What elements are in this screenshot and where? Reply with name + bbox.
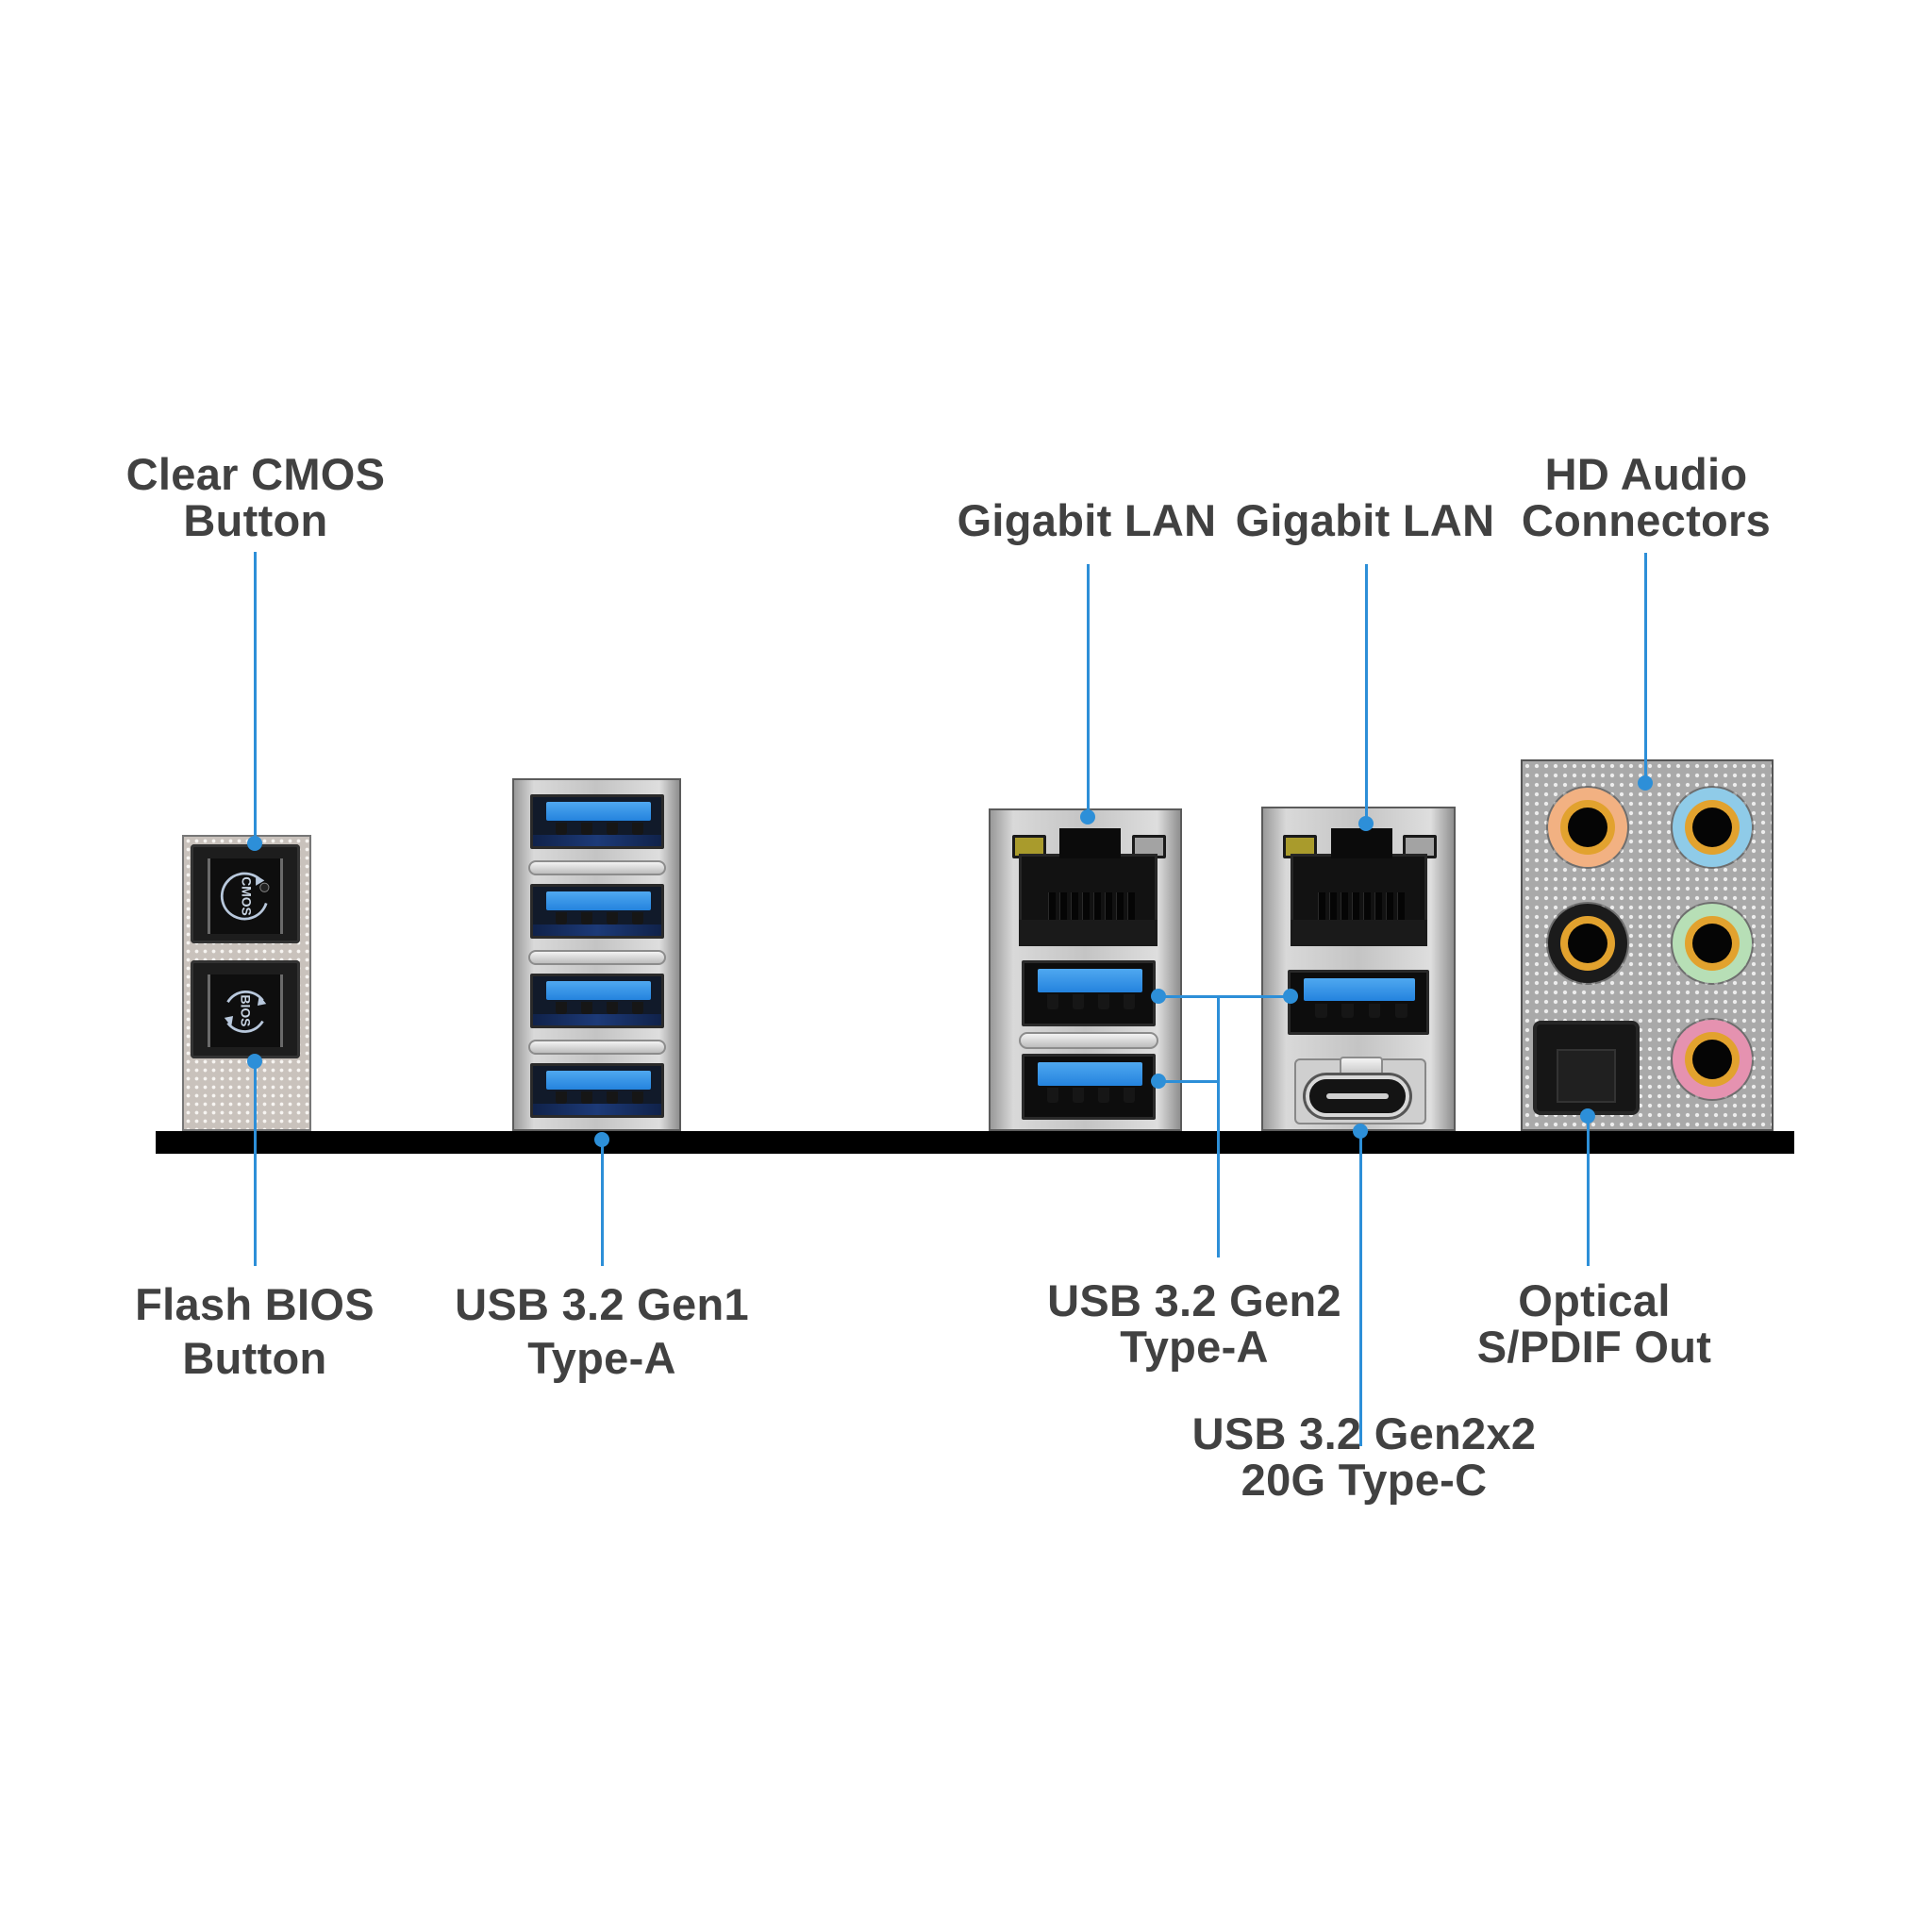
label-line: Clear CMOS — [125, 449, 386, 499]
label-line: Type-A — [1120, 1322, 1269, 1372]
usb-gen1-port-3[interactable] — [530, 974, 664, 1028]
label-gigabit-lan-1: Gigabit LAN — [958, 497, 1217, 543]
usb-gen1-port-4[interactable] — [530, 1063, 664, 1118]
callout-branch-usb-gen2-1 — [1158, 995, 1291, 998]
flash-bios-button[interactable]: BIOS — [191, 960, 300, 1058]
clear-cmos-button[interactable]: CMOS — [191, 844, 300, 943]
callout-dot-lan1 — [1080, 809, 1095, 824]
label-line: Optical — [1518, 1275, 1671, 1325]
label-line: Button — [183, 495, 328, 545]
callout-dot-flash-bios — [247, 1054, 262, 1069]
usb-gen1-port-1[interactable] — [530, 794, 664, 849]
label-line: Gigabit LAN — [957, 495, 1217, 545]
cmos-refresh-icon: CMOS — [220, 872, 270, 921]
callout-dot-optical — [1580, 1108, 1595, 1124]
lan1-rj45-port[interactable] — [1019, 828, 1158, 946]
label-line: 20G Type-C — [1241, 1455, 1488, 1505]
lan2-rj45-port[interactable] — [1291, 828, 1427, 946]
optical-spdif-port[interactable] — [1533, 1021, 1640, 1115]
callout-line-clear-cmos — [254, 552, 257, 843]
audio-jack-orange[interactable] — [1548, 788, 1627, 867]
io-shield-base-bar — [156, 1131, 1794, 1154]
bios-refresh-icon: BIOS — [224, 990, 267, 1033]
label-line: USB 3.2 Gen1 — [455, 1279, 749, 1329]
callout-dot-usb-gen2-3 — [1283, 989, 1298, 1004]
label-hd-audio: HD Audio Connectors — [1522, 451, 1771, 543]
label-line: USB 3.2 Gen2x2 — [1191, 1408, 1537, 1458]
label-line: Gigabit LAN — [1235, 495, 1495, 545]
callout-line-flash-bios — [254, 1061, 257, 1266]
bios-glyph: BIOS — [238, 995, 253, 1027]
label-line: S/PDIF Out — [1476, 1322, 1712, 1372]
callout-line-lan2 — [1365, 564, 1368, 823]
usb-separator-rib — [528, 950, 666, 965]
usb-gen1-port-2[interactable] — [530, 884, 664, 939]
cmos-glyph: CMOS — [239, 876, 254, 916]
label-line: USB 3.2 Gen2 — [1047, 1275, 1341, 1325]
callout-dot-usb-gen2-1 — [1151, 989, 1166, 1004]
audio-jack-black[interactable] — [1548, 904, 1627, 983]
label-usb-gen1: USB 3.2 Gen1 Type-A — [455, 1277, 749, 1385]
usb-separator-rib — [528, 860, 666, 875]
flash-bios-button-cap[interactable]: BIOS — [208, 974, 283, 1047]
label-line: Flash BIOS — [135, 1279, 375, 1329]
callout-line-optical — [1587, 1116, 1590, 1266]
callout-line-usb-gen2 — [1217, 995, 1220, 1257]
label-usb-gen2: USB 3.2 Gen2 Type-A — [1047, 1277, 1341, 1370]
usb-gen2x2-typec-port[interactable] — [1306, 1075, 1409, 1117]
usb-gen2-port-2[interactable] — [1022, 1054, 1156, 1120]
audio-jack-pink[interactable] — [1673, 1020, 1752, 1099]
label-gigabit-lan-2: Gigabit LAN — [1236, 497, 1495, 543]
usb-separator-rib — [528, 1040, 666, 1055]
callout-dot-lan2 — [1358, 816, 1374, 831]
label-line: HD Audio — [1544, 449, 1748, 499]
callout-dot-usb-gen2-2 — [1151, 1074, 1166, 1089]
callout-line-lan1 — [1087, 564, 1090, 816]
label-flash-bios: Flash BIOS Button — [135, 1277, 375, 1385]
callout-line-usb-gen1 — [601, 1140, 604, 1266]
callout-line-hd-audio — [1644, 553, 1647, 783]
label-line: Button — [182, 1333, 327, 1383]
optical-door — [1557, 1048, 1616, 1103]
label-usb-gen2x2: USB 3.2 Gen2x2 20G Type-C — [1192, 1410, 1537, 1503]
label-optical-spdif: Optical S/PDIF Out — [1477, 1277, 1711, 1370]
callout-dot-usb-gen1 — [594, 1132, 609, 1147]
usb-gen2-port-3[interactable] — [1288, 970, 1429, 1035]
label-clear-cmos: Clear CMOS Button — [126, 451, 386, 543]
callout-dot-usb-gen2x2 — [1353, 1124, 1368, 1139]
audio-jack-blue[interactable] — [1673, 788, 1752, 867]
clear-cmos-button-cap[interactable]: CMOS — [208, 858, 283, 934]
label-line: Type-A — [527, 1333, 676, 1383]
callout-dot-clear-cmos — [247, 836, 262, 851]
audio-jack-green[interactable] — [1673, 904, 1752, 983]
callout-line-usb-gen2x2 — [1359, 1131, 1362, 1446]
callout-branch-usb-gen2-2 — [1158, 1080, 1219, 1083]
usb-gen2-port-1[interactable] — [1022, 960, 1156, 1026]
label-line: Connectors — [1521, 495, 1772, 545]
callout-dot-hd-audio — [1638, 775, 1653, 791]
usb-separator-rib — [1019, 1032, 1158, 1049]
